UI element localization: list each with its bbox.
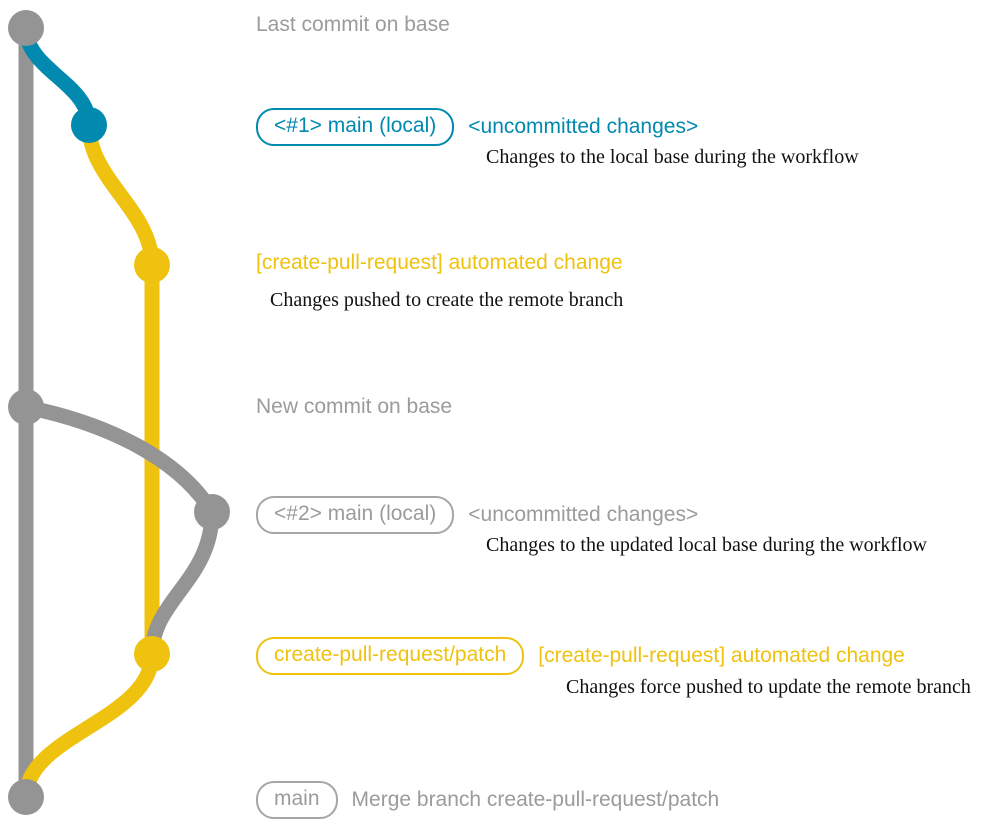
commit-subject-c5: <uncommitted changes>: [468, 503, 699, 526]
commit-subject-c3: [create-pull-request] automated change: [256, 251, 623, 274]
commit-subject-c6: [create-pull-request] automated change: [538, 644, 905, 667]
commit-note-c2: Changes to the local base during the wor…: [486, 146, 859, 168]
edge-local1-to-patch1: [81, 117, 160, 273]
commit-node-c1[interactable]: [8, 10, 44, 46]
commit-subject-c4: New commit on base: [256, 395, 453, 418]
commit-node-c5[interactable]: [194, 494, 230, 530]
commit-row-c5: <#2> main (local) <uncommitted changes>: [256, 496, 698, 534]
branch-pill-main[interactable]: main: [256, 781, 338, 819]
commit-node-c2[interactable]: [71, 107, 107, 143]
commit-row-c3: [create-pull-request] automated change: [256, 251, 623, 275]
commit-subject-c2: <uncommitted changes>: [468, 115, 699, 138]
commit-note-c6: Changes force pushed to update the remot…: [566, 676, 971, 698]
branch-pill-local-1[interactable]: <#1> main (local): [256, 108, 455, 146]
commit-row-c1: Last commit on base: [256, 13, 450, 37]
commit-row-c4: New commit on base: [256, 395, 452, 419]
branch-pill-local-2[interactable]: <#2> main (local): [256, 496, 455, 534]
commit-subject-c7: Merge branch create-pull-request/patch: [351, 788, 720, 811]
commit-node-c3[interactable]: [134, 247, 170, 283]
commit-note-c5: Changes to the updated local base during…: [486, 534, 927, 556]
commit-nodes: [8, 10, 230, 815]
commit-node-c6[interactable]: [134, 636, 170, 672]
commit-node-c4[interactable]: [8, 389, 44, 425]
commit-subject-c1: Last commit on base: [256, 13, 450, 36]
commit-note-c3: Changes pushed to create the remote bran…: [270, 289, 624, 311]
edge-base-to-local2: [18, 399, 220, 520]
commit-node-c7[interactable]: [8, 779, 44, 815]
commit-row-c2: <#1> main (local) <uncommitted changes>: [256, 108, 698, 146]
branch-pill-create-pull-request-patch[interactable]: create-pull-request/patch: [256, 637, 525, 675]
commit-row-c6: create-pull-request/patch [create-pull-r…: [256, 637, 905, 675]
edge-patch2-to-merge: [18, 646, 160, 805]
edge-local2-to-patch2: [144, 504, 220, 662]
commit-row-c7: main Merge branch create-pull-request/pa…: [256, 781, 719, 819]
